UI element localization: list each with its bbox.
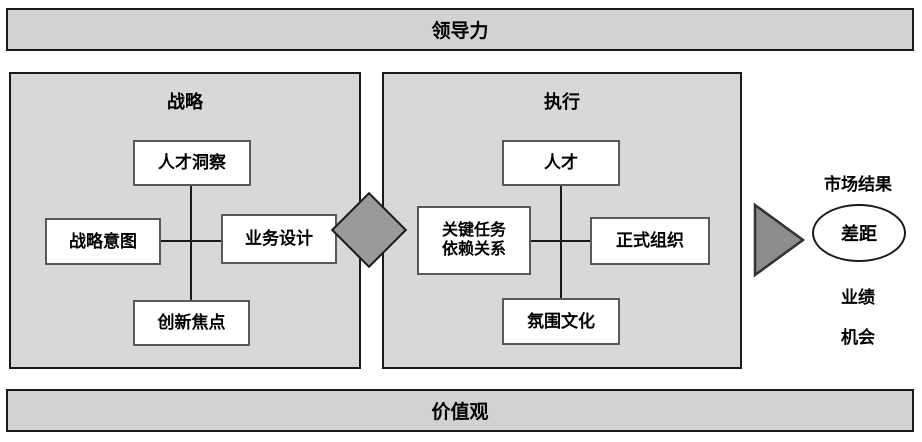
node-key-task-dependency[interactable]: 关键任务 依赖关系 <box>417 206 531 275</box>
node-key-task-dependency-line2: 依赖关系 <box>441 240 506 258</box>
leadership-label: 领导力 <box>431 21 489 42</box>
node-talent-insight[interactable]: 人才洞察 <box>133 140 251 186</box>
node-formal-organization[interactable]: 正式组织 <box>590 217 710 265</box>
execution-horizontal-connector <box>530 240 591 242</box>
node-business-design[interactable]: 业务设计 <box>221 214 337 264</box>
strategy-horizontal-connector <box>160 240 222 242</box>
gap-ellipse[interactable]: 差距 <box>812 204 906 262</box>
market-results-group: 市场结果 差距 业绩 机会 <box>798 165 918 365</box>
leadership-banner: 领导力 <box>6 8 914 51</box>
node-innovation-focus[interactable]: 创新焦点 <box>133 300 250 346</box>
values-banner: 价值观 <box>6 389 914 432</box>
market-results-title: 市场结果 <box>824 175 892 194</box>
node-culture[interactable]: 氛围文化 <box>502 298 620 345</box>
values-label: 价值观 <box>431 402 489 423</box>
node-strategic-intent[interactable]: 战略意图 <box>45 218 161 265</box>
execution-panel-title: 执行 <box>544 92 580 112</box>
node-talent[interactable]: 人才 <box>502 140 620 186</box>
market-performance-label: 业绩 <box>841 288 875 307</box>
strategy-panel-title: 战略 <box>167 92 203 112</box>
node-key-task-dependency-line1: 关键任务 <box>441 222 506 240</box>
execution-vertical-connector <box>560 185 562 299</box>
strategy-vertical-connector <box>190 185 192 301</box>
market-opportunity-label: 机会 <box>841 328 875 347</box>
right-triangle-arrow-icon <box>753 202 805 278</box>
